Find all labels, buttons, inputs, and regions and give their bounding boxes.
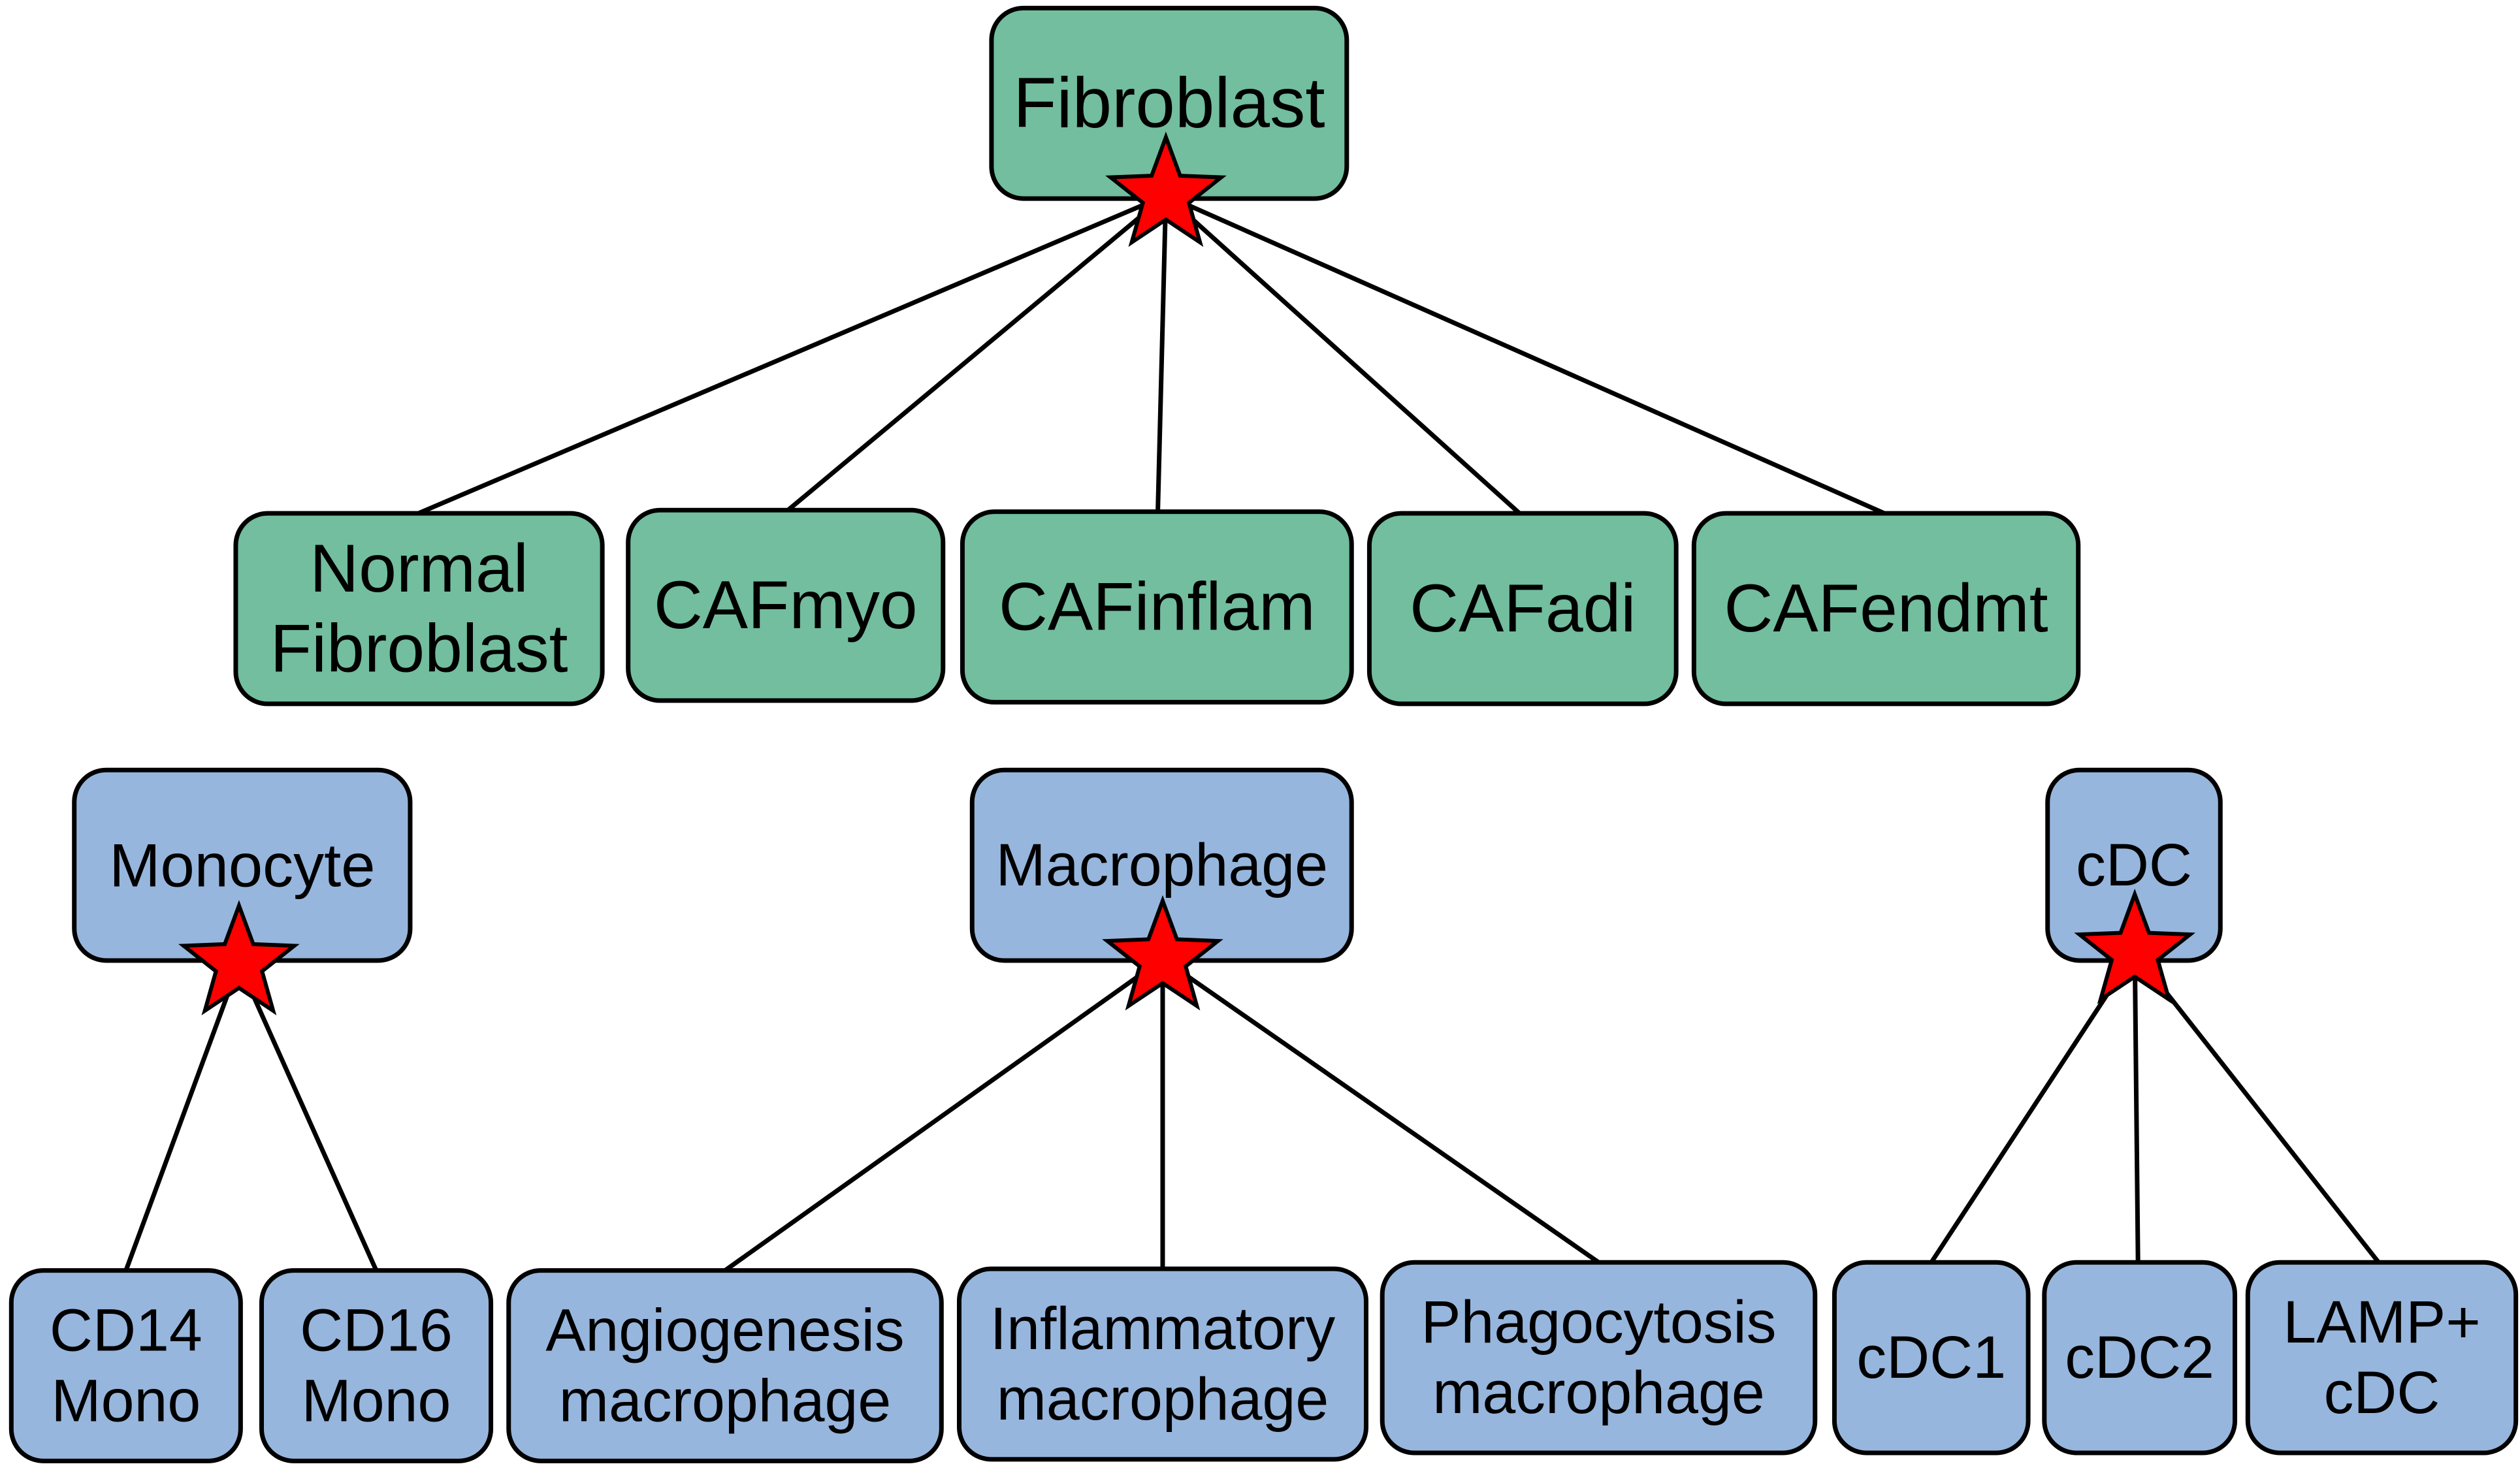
node-macrophage: Macrophage xyxy=(969,767,1354,963)
node-label-line: macrophage xyxy=(559,1367,891,1434)
node-monocyte: Monocyte xyxy=(72,767,413,963)
node-label-line: cDC xyxy=(2076,832,2192,899)
edge-fibroblast-to-cafmyo xyxy=(786,193,1168,512)
node-label-line: CAFadi xyxy=(1410,571,1636,646)
star-icon xyxy=(1105,131,1227,247)
node-box xyxy=(1366,511,1679,707)
edge-cdc-to-lamp-cdc xyxy=(2133,951,2381,1264)
node-box xyxy=(506,1268,944,1463)
edge-macrophage-to-angiogenesis-macrophage xyxy=(723,957,1165,1273)
node-cafadi: CAFadi xyxy=(1366,511,1679,707)
node-box xyxy=(1691,511,2081,707)
node-box xyxy=(8,1268,243,1463)
node-box xyxy=(960,509,1354,705)
node-label-line: CD16 xyxy=(300,1297,453,1364)
node-label-line: LAMP+ xyxy=(2283,1289,2481,1356)
node-label-line: CAFinflam xyxy=(999,569,1316,645)
node-label-line: Fibroblast xyxy=(270,611,568,686)
node-box xyxy=(259,1268,494,1463)
node-fibroblast: Fibroblast xyxy=(989,5,1349,201)
node-label-line: CAFendmt xyxy=(1724,571,2048,646)
node-label-line: Mono xyxy=(302,1367,451,1434)
node-cafmyo: CAFmyo xyxy=(626,507,946,703)
edge-cdc-to-cdc1 xyxy=(1929,951,2137,1264)
node-label-line: Macrophage xyxy=(996,832,1328,899)
edge-cdc-to-cdc2 xyxy=(2132,952,2140,1263)
node-label-line: CD14 xyxy=(50,1297,202,1364)
star-layer xyxy=(178,131,2196,1015)
node-label-line: Mono xyxy=(51,1367,201,1434)
node-label-line: Normal xyxy=(310,531,528,607)
node-box xyxy=(1832,1260,2031,1455)
node-label-line: Angiogenesis xyxy=(545,1297,904,1364)
node-label-line: Monocyte xyxy=(109,831,375,900)
node-box xyxy=(1380,1260,1818,1455)
node-box xyxy=(233,511,605,707)
node-lamp-cdc: LAMP+cDC xyxy=(2245,1260,2519,1455)
node-label-line: CAFmyo xyxy=(654,567,918,643)
node-label-line: macrophage xyxy=(997,1366,1329,1433)
node-box xyxy=(2245,1260,2519,1455)
node-label-line: Phagocytosis xyxy=(1421,1289,1776,1356)
node-cafinflam: CAFinflam xyxy=(960,509,1354,705)
star-icon xyxy=(2074,888,2196,1004)
edge-fibroblast-to-cafendmt xyxy=(1165,193,1886,516)
edge-fibroblast-to-cafinflam xyxy=(1155,195,1169,512)
edge-layer xyxy=(123,193,2381,1273)
node-cdc2: cDC2 xyxy=(2042,1260,2238,1455)
node-cafendmt: CAFendmt xyxy=(1691,511,2081,707)
edge-macrophage-to-phagocytosis-macrophage xyxy=(1161,957,1600,1265)
node-label-line: macrophage xyxy=(1432,1360,1764,1426)
node-cdc1: cDC1 xyxy=(1832,1260,2031,1455)
node-label-line: Fibroblast xyxy=(1013,64,1325,143)
star-icon xyxy=(1102,895,1223,1011)
edge-monocyte-to-cd14-mono xyxy=(123,962,242,1271)
node-box xyxy=(956,1266,1368,1462)
node-label-line: cDC2 xyxy=(2065,1324,2214,1391)
node-box xyxy=(626,507,946,703)
node-label-line: Inflammatory xyxy=(990,1296,1336,1362)
edge-fibroblast-to-cafadi xyxy=(1164,193,1521,515)
node-label-line: cDC1 xyxy=(1856,1324,2006,1391)
edge-fibroblast-to-normal-fibroblast xyxy=(417,193,1167,516)
star-icon xyxy=(178,900,300,1015)
node-label-line: cDC xyxy=(2324,1360,2440,1426)
node-box xyxy=(2042,1260,2238,1455)
edge-monocyte-to-cd16-mono xyxy=(236,962,379,1272)
